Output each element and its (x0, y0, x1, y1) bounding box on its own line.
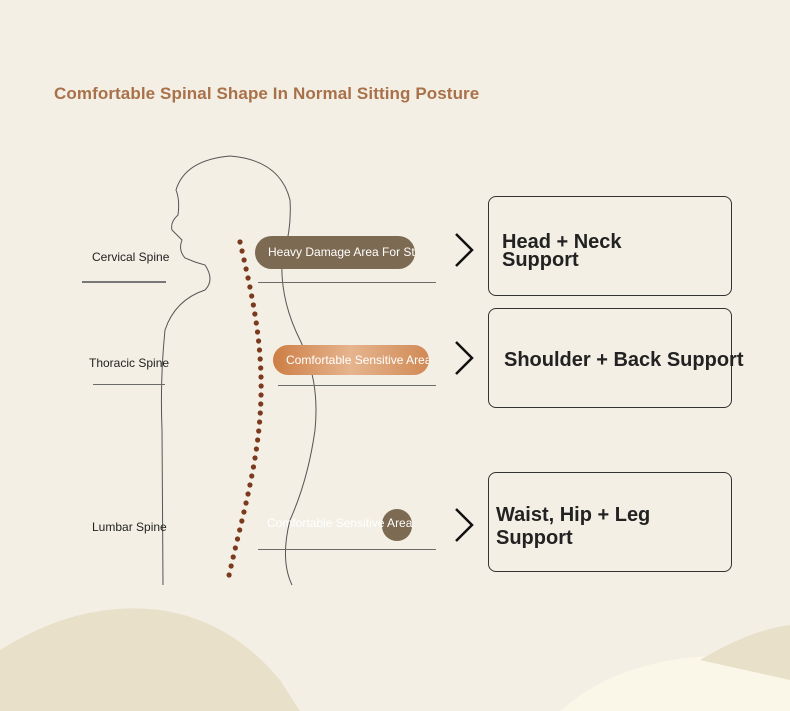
spine-dot (234, 536, 241, 542)
spine-dot (243, 500, 249, 506)
spine-dot (241, 257, 247, 263)
heavy-damage-area-pill: Heavy Damage Area For Strain (255, 236, 415, 269)
shoulder-back-support-box: Shoulder + Back Support (488, 308, 743, 408)
spine-dot (247, 482, 253, 488)
spine-dot (239, 248, 245, 254)
chevron-right-icon (455, 508, 474, 542)
waist-hip-leg-support-text: Waist, Hip + Leg Support (496, 504, 651, 549)
page-title: Comfortable Spinal Shape In Normal Sitti… (54, 84, 480, 103)
comfortable-area-pill: Comfortable Sensitive Area (273, 345, 429, 375)
spine-dot (253, 320, 259, 326)
comfortable-area-label: Comfortable Sensitive Area (267, 516, 413, 530)
chevron-right-icon (455, 341, 474, 375)
spine-dot (245, 275, 251, 281)
waist-hip-leg-support-box: Waist, Hip + Leg Support (488, 472, 732, 572)
spine-dot (230, 554, 236, 560)
spine-dot (243, 266, 249, 272)
head-neck-support-box: Head + Neck Support (488, 196, 732, 296)
thoracic-line (93, 384, 165, 385)
spine-dot (247, 284, 253, 290)
divider-line (258, 282, 436, 283)
spine-dot (237, 527, 243, 533)
spine-dot (245, 491, 251, 497)
spine-dots (226, 239, 264, 578)
spine-dot (237, 239, 243, 245)
shoulder-back-support-text: Shoulder + Back Support (504, 349, 744, 371)
lumbar-marker (382, 509, 412, 541)
spine-dot (249, 293, 255, 299)
spine-dot (239, 518, 245, 524)
spine-dot (226, 572, 232, 578)
divider-line (258, 549, 436, 550)
spine-dot (252, 311, 258, 317)
spine-dot (258, 392, 264, 398)
spine-dot (258, 401, 264, 407)
spine-dot (253, 446, 259, 452)
spine-dot (257, 410, 263, 416)
spine-dot (249, 473, 255, 479)
spine-dot (257, 356, 263, 362)
spine-dot (255, 338, 262, 344)
spine-dot (256, 428, 262, 434)
cervical-line (82, 281, 166, 283)
spine-dot (258, 365, 264, 371)
spine-dot (252, 455, 258, 461)
spine-dot (258, 374, 264, 380)
spine-dot (228, 563, 234, 569)
spine-dot (256, 347, 263, 353)
lumbar-spine-label: Lumbar Spine (92, 520, 167, 534)
spine-dot (256, 419, 263, 425)
spine-dot (258, 383, 264, 389)
spine-dot (255, 437, 261, 443)
chevron-right-icon (455, 233, 474, 267)
spine-dot (250, 302, 256, 308)
spine-dot (250, 464, 257, 470)
spine-dot (232, 545, 238, 551)
thoracic-spine-label: Thoracic Spine (89, 356, 170, 370)
spine-dot (241, 509, 247, 515)
divider-line (278, 385, 436, 386)
cervical-spine-label: Cervical Spine (92, 250, 170, 264)
head-neck-support-text: Head + Neck Support (502, 231, 622, 271)
spine-dot (254, 329, 261, 335)
